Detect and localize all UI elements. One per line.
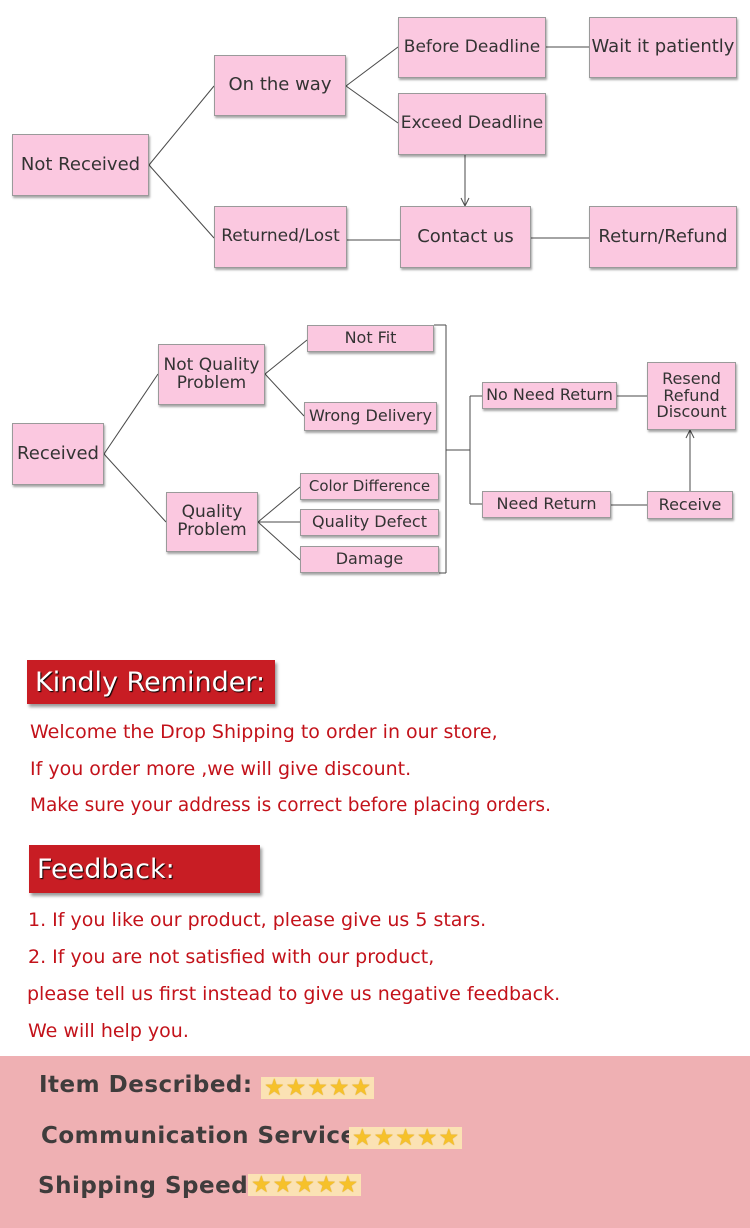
star-icon: ★ <box>315 1172 337 1198</box>
rating-stars-communication-service: ★★★★★ <box>349 1125 463 1151</box>
rating-label-shipping-speed: Shipping Speed: <box>38 1173 258 1199</box>
star-icon: ★ <box>352 1125 373 1151</box>
node-exceed-deadline: Exceed Deadline <box>398 93 546 155</box>
node-no-need-return: No Need Return <box>482 382 617 409</box>
star-icon: ★ <box>328 1075 350 1101</box>
node-damage: Damage <box>300 546 439 573</box>
star-icon: ★ <box>251 1172 272 1198</box>
rating-stars-item-described: ★★★★★ <box>261 1075 375 1101</box>
feedback-line-1: 1. If you like our product, please give … <box>28 909 487 931</box>
node-color-difference: Color Difference <box>300 473 439 500</box>
star-icon: ★ <box>438 1125 460 1151</box>
star-icon: ★ <box>264 1075 285 1101</box>
rating-stars-shipping-speed: ★★★★★ <box>248 1172 362 1198</box>
star-icon: ★ <box>350 1075 372 1101</box>
node-contact-us: Contact us <box>400 206 531 268</box>
star-icon: ★ <box>285 1075 307 1101</box>
star-icon: ★ <box>416 1125 438 1151</box>
node-quality-problem: Quality Problem <box>166 492 258 552</box>
star-icon: ★ <box>373 1125 395 1151</box>
node-return-refund: Return/Refund <box>589 206 737 268</box>
star-icon: ★ <box>395 1125 416 1151</box>
node-wrong-delivery: Wrong Delivery <box>304 402 437 431</box>
node-receive: Receive <box>647 491 733 519</box>
node-not-fit: Not Fit <box>307 325 434 352</box>
feedback-banner: Feedback: <box>29 845 260 893</box>
connector-lines <box>103 46 695 574</box>
reminder-line-2: If you order more ,we will give discount… <box>30 758 412 780</box>
ratings-panel: Item Described: ★★★★★ Communication Serv… <box>0 1056 750 1228</box>
rating-label-communication-service: Communication Service: <box>41 1123 367 1149</box>
reminder-line-1: Welcome the Drop Shipping to order in ou… <box>30 721 498 743</box>
feedback-line-2: 2. If you are not satisfied with our pro… <box>28 946 435 968</box>
node-not-quality-problem: Not Quality Problem <box>158 344 265 405</box>
star-icon: ★ <box>272 1172 294 1198</box>
star-icon: ★ <box>294 1172 315 1198</box>
feedback-line-4: We will help you. <box>28 1020 189 1042</box>
reminder-banner: Kindly Reminder: <box>27 660 275 704</box>
node-received: Received <box>12 423 104 485</box>
feedback-line-3: please tell us first instead to give us … <box>27 983 561 1005</box>
star-icon: ★ <box>337 1172 359 1198</box>
node-need-return: Need Return <box>482 491 611 518</box>
node-wait-patiently: Wait it patiently <box>589 17 737 78</box>
rating-label-item-described: Item Described: <box>39 1072 253 1098</box>
reminder-line-3: Make sure your address is correct before… <box>30 795 551 816</box>
node-returned-lost: Returned/Lost <box>214 206 347 268</box>
node-not-received: Not Received <box>12 134 149 196</box>
node-before-deadline: Before Deadline <box>398 17 546 78</box>
node-on-the-way: On the way <box>214 55 346 116</box>
star-icon: ★ <box>307 1075 328 1101</box>
node-resend-refund-discount: Resend Refund Discount <box>647 362 736 430</box>
node-quality-defect: Quality Defect <box>300 509 439 536</box>
